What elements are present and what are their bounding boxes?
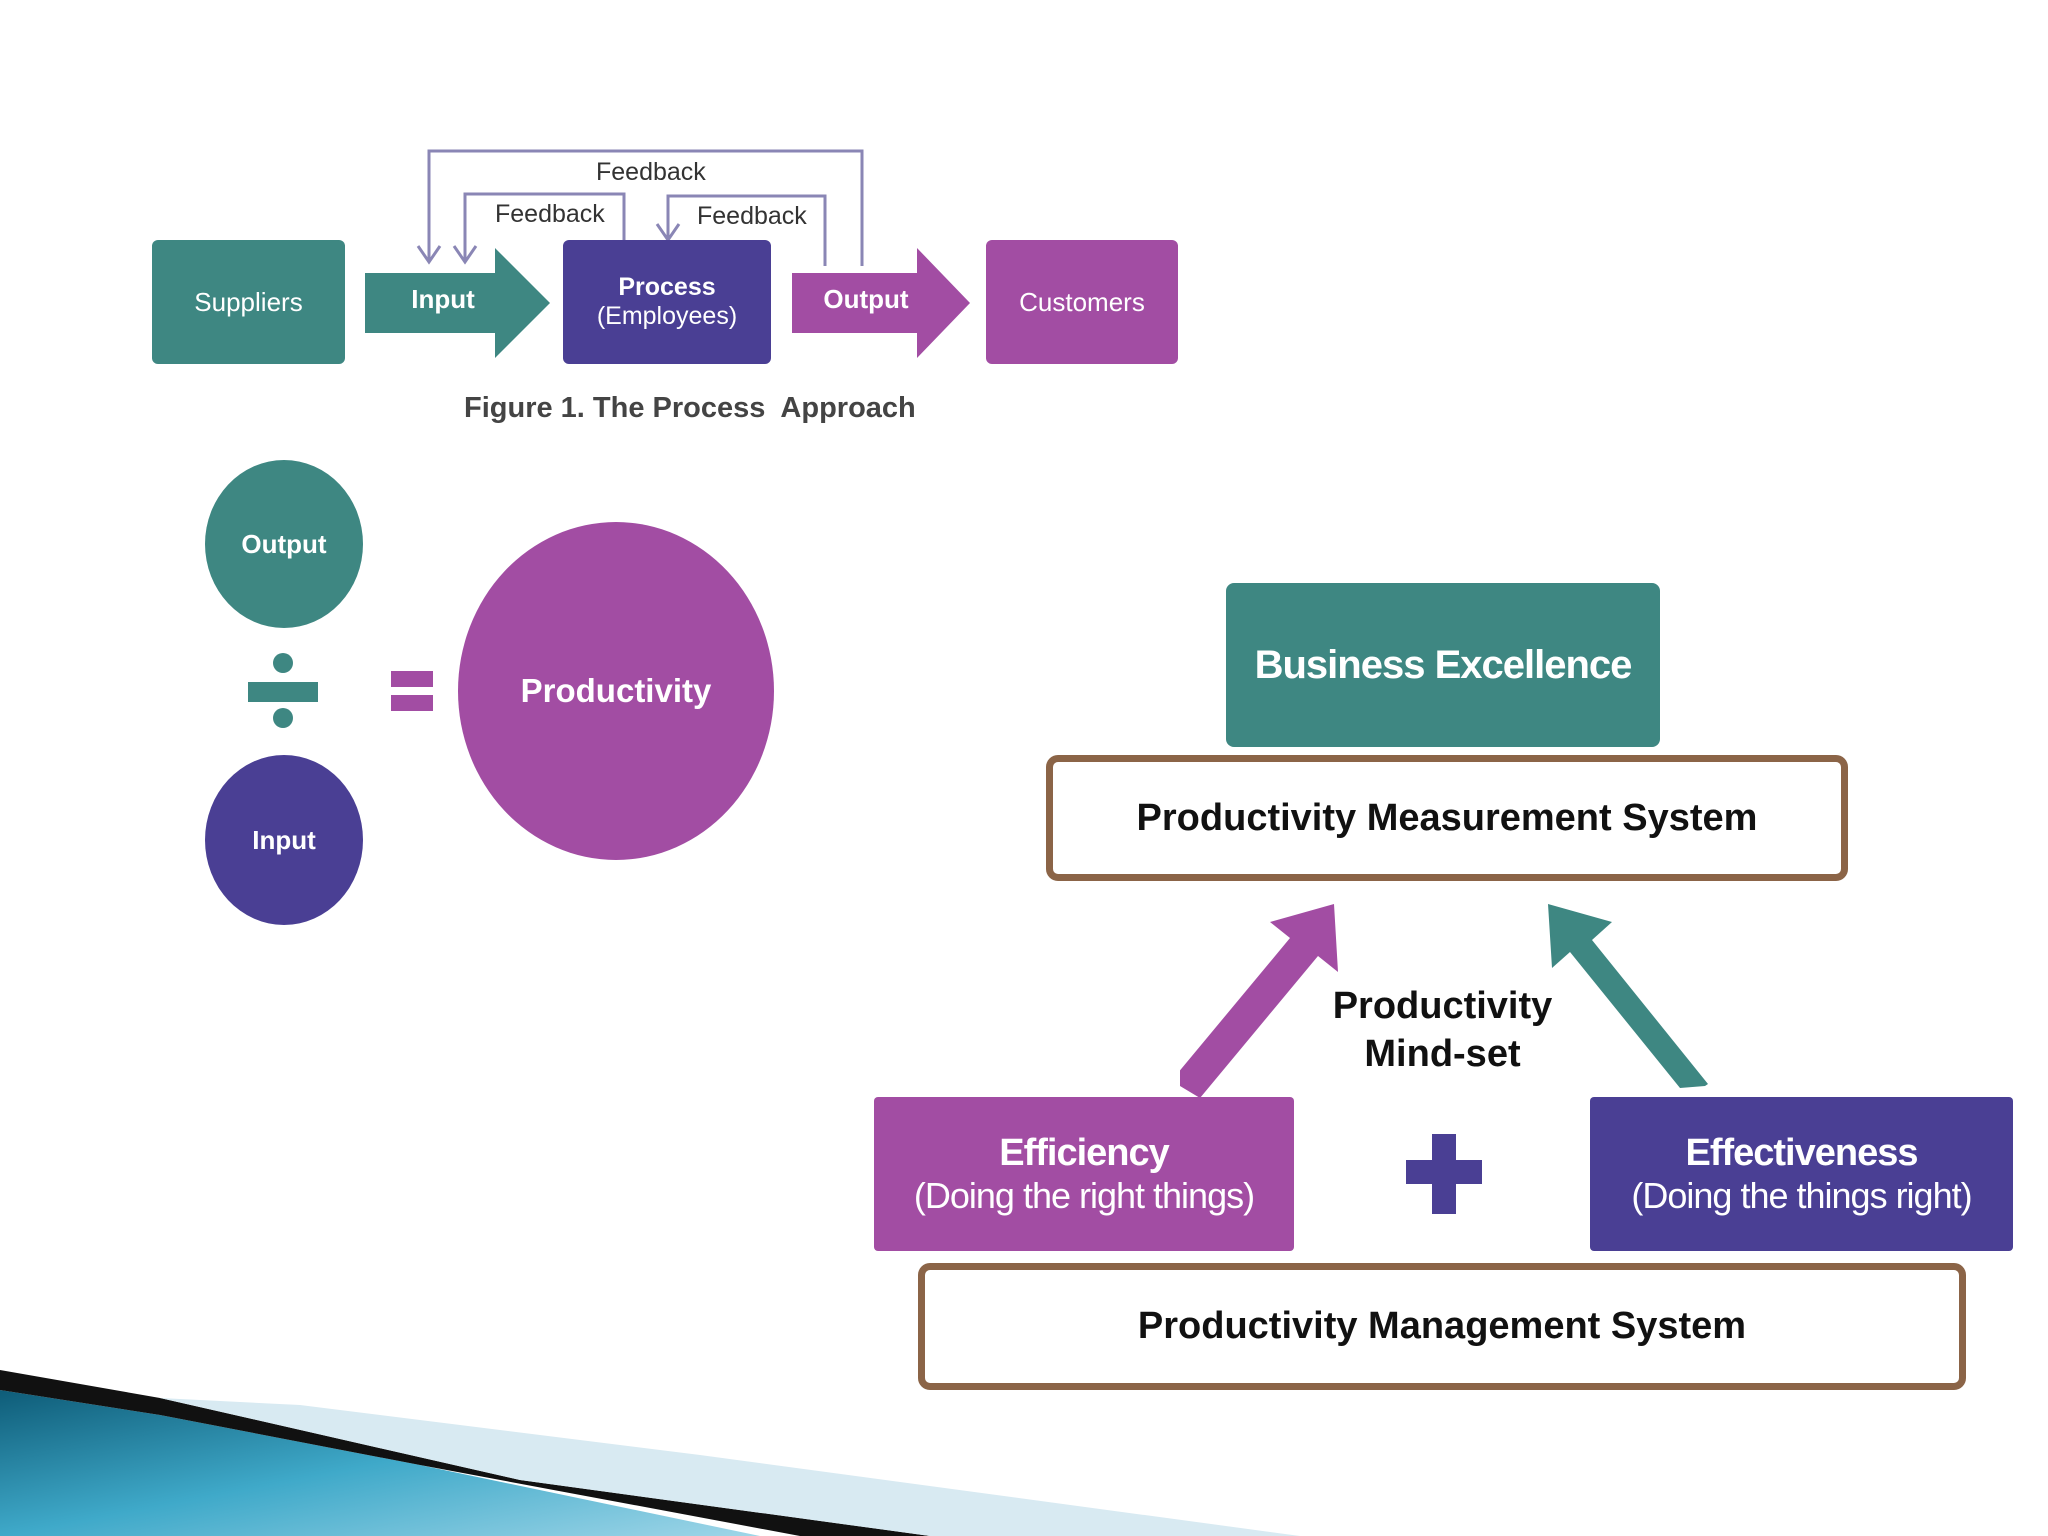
plus-icon xyxy=(1406,1134,1482,1214)
output-arrow-label: Output xyxy=(823,284,909,314)
output-circle: Output xyxy=(205,460,363,628)
feedback-label-right: Feedback xyxy=(697,202,807,230)
process-box-title: Process xyxy=(618,273,716,301)
slide-decoration-swoosh xyxy=(0,1370,1300,1536)
efficiency-subtitle: (Doing the right things) xyxy=(913,1174,1255,1216)
feedback-label-top: Feedback xyxy=(596,158,706,186)
efficiency-title: Efficiency xyxy=(999,1131,1170,1174)
effectiveness-title: Effectiveness xyxy=(1685,1131,1918,1174)
equals-icon xyxy=(391,671,433,711)
productivity-mindset-label: Productivity Mind-set xyxy=(1300,982,1585,1078)
mindset-line-2: Mind-set xyxy=(1364,1033,1521,1075)
process-box: Process (Employees) xyxy=(563,240,771,364)
feedback-label-left: Feedback xyxy=(495,200,605,228)
input-arrow-label: Input xyxy=(411,284,475,314)
divide-icon xyxy=(248,653,318,728)
productivity-management-system-box: Productivity Management System xyxy=(918,1263,1966,1390)
input-circle: Input xyxy=(205,755,363,925)
figure-caption: Figure 1. The Process Approach xyxy=(464,392,916,424)
process-box-subtitle: (Employees) xyxy=(596,302,738,330)
effectiveness-up-arrow xyxy=(1548,904,1708,1088)
suppliers-box: Suppliers xyxy=(152,240,345,364)
productivity-measurement-system-box: Productivity Measurement System xyxy=(1046,755,1848,881)
customers-box: Customers xyxy=(986,240,1178,364)
business-excellence-box: Business Excellence xyxy=(1226,583,1660,747)
effectiveness-box: Effectiveness (Doing the things right) xyxy=(1590,1097,2013,1251)
input-arrow xyxy=(365,248,550,358)
feedback-loops xyxy=(416,149,864,266)
effectiveness-subtitle: (Doing the things right) xyxy=(1631,1174,1972,1216)
mindset-line-1: Productivity xyxy=(1332,985,1553,1027)
productivity-circle: Productivity xyxy=(458,522,774,860)
efficiency-up-arrow xyxy=(1180,904,1338,1098)
output-arrow xyxy=(792,248,970,358)
efficiency-box: Efficiency (Doing the right things) xyxy=(874,1097,1294,1251)
